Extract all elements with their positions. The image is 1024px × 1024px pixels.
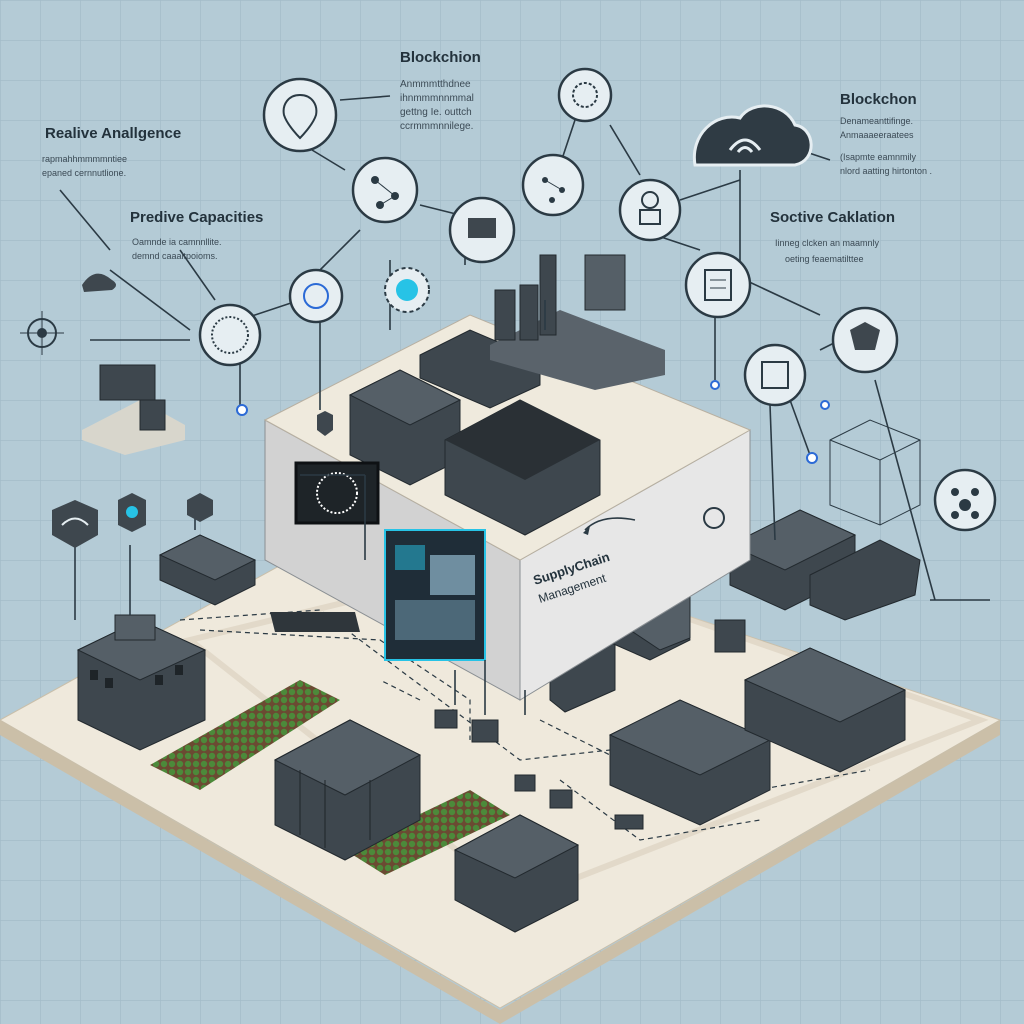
soctive-title: Soctive Caklation: [770, 209, 895, 226]
virus-icon-left: [20, 311, 64, 355]
beacon-icon: [118, 493, 146, 532]
gear-icon: [557, 67, 613, 123]
server-rack-cluster: [273, 719, 422, 861]
cpu-icon: [384, 267, 430, 313]
molecule-icon: [521, 153, 585, 217]
realive-title: Realive Anallgence: [45, 125, 181, 142]
package-cluster-right: [608, 647, 907, 826]
blockchain-top-line2: ihnmmmnnmmal: [400, 93, 474, 104]
delivery-truck-left: [158, 534, 257, 606]
realive-line2: epaned cernnutlione.: [42, 168, 126, 178]
soctive-line1: Iinneg clcken an maamnly: [775, 238, 880, 248]
cube-stack-bottom: [453, 814, 580, 933]
cloud-icon-small: [82, 273, 116, 292]
document-icon: [684, 251, 752, 319]
blockchain-right-line4: nlord aatting hirtonton .: [840, 166, 932, 176]
label-predictive: Predive Capacities Oamnde ia camnnllite.…: [130, 209, 263, 261]
predictive-title: Predive Capacities: [130, 209, 263, 226]
predictive-line1: Oamnde ia camnnllite.: [132, 237, 222, 247]
cloud-wifi-icon: [692, 104, 813, 167]
pin-icon-small: [187, 493, 213, 522]
label-soctive: Soctive Caklation Iinneg clcken an maamn…: [770, 209, 895, 264]
wifi-shield-icon: [52, 500, 98, 548]
dots-icon: [933, 468, 997, 532]
small-packages: [434, 619, 746, 830]
office-building: [76, 614, 207, 751]
wireframe-cube: [829, 419, 921, 526]
robot-icon: [618, 178, 682, 242]
hexagon-icon: [743, 343, 807, 407]
crop-field-left: [150, 680, 340, 790]
crop-field-right: [345, 790, 510, 875]
blockchain-top-line1: Anmmmtthdnee: [400, 79, 471, 90]
realive-line1: rapmahhmmmmntiee: [42, 154, 127, 164]
eye-icon: [448, 196, 516, 264]
predictive-line2: demnd caaaltpoioms.: [132, 251, 218, 261]
label-blockchain-right: Blockchon Denameanttifinge. Anmaaaeeraat…: [840, 91, 932, 176]
main-warehouse: SupplyChain Management: [263, 314, 752, 701]
globe-icon: [288, 268, 344, 324]
network-icon: [351, 156, 419, 224]
map-pin-icon: [262, 77, 338, 153]
rear-factory: [490, 254, 665, 390]
shield-icon: [831, 306, 899, 374]
blockchain-right-line2: Anmaaaeeraatees: [840, 130, 914, 140]
blockchain-right-line3: (Isapmte eamnmily: [840, 152, 917, 162]
blockchain-top-title: Blockchion: [400, 49, 481, 66]
virus-icon: [198, 303, 262, 367]
label-realive: Realive Anallgence rapmahhmmmmntiee epan…: [42, 125, 181, 178]
soctive-line2: oeting feaematilttee: [785, 254, 864, 264]
blockchain-top-line3: gettng Ie. outtch: [400, 107, 472, 118]
left-server-module: [82, 339, 190, 455]
blockchain-top-line4: ccrmmmnnilege.: [400, 121, 473, 132]
blockchain-right-line1: Denameanttifinge.: [840, 116, 913, 126]
blockchain-right-title: Blockchon: [840, 91, 917, 108]
truck-fleet-right: [728, 509, 921, 621]
lock-icon: [317, 411, 333, 436]
label-blockchain-top: Blockchion Anmmmtthdnee ihnmmmnnmmal get…: [400, 49, 481, 132]
